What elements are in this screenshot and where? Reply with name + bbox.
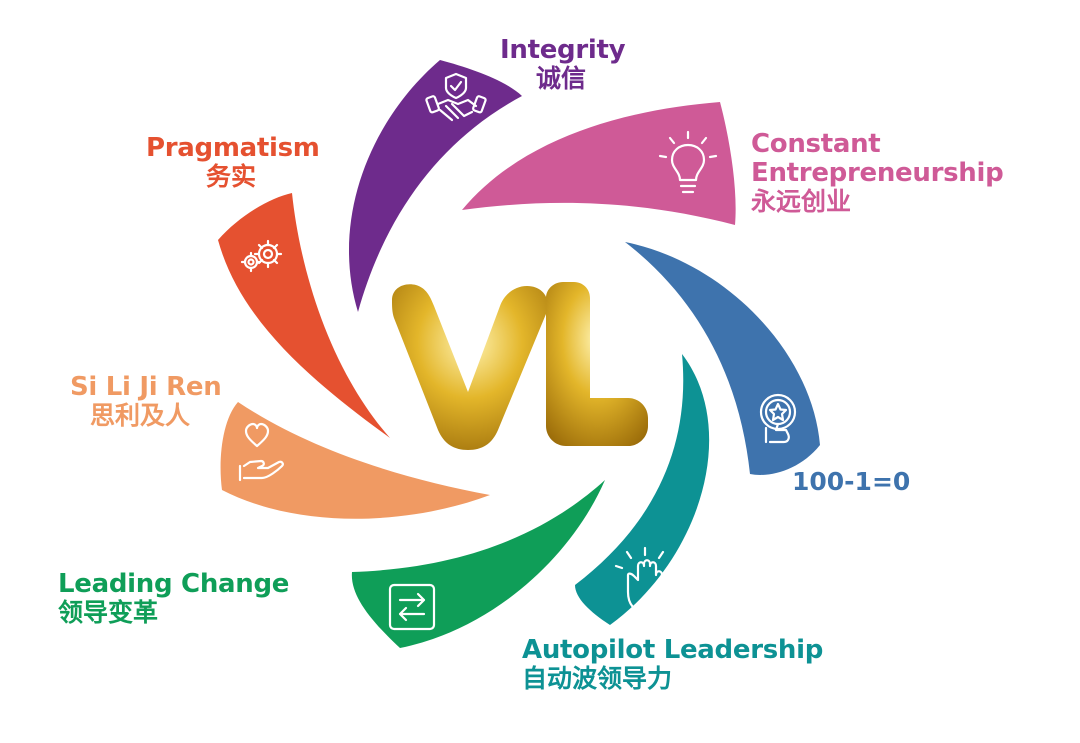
label-autopilot-leadership: Autopilot Leadership 自动波领导力 [522, 635, 824, 694]
petal-autopilot-leadership [575, 354, 710, 625]
petal-leading-change [351, 480, 605, 648]
petal-hundred [625, 242, 820, 475]
petal-pragmatism-shape [218, 193, 390, 438]
petal-si-li-ji-ren-shape [220, 402, 490, 519]
petal-leading-change-shape [351, 480, 605, 648]
heart-in-hand-icon [238, 422, 284, 482]
label-autopilot-en: Autopilot Leadership [522, 635, 824, 665]
star-badge-thumbs-up-icon [759, 393, 797, 444]
label-constant-line1: Constant [751, 129, 881, 159]
label-si-li-ji-ren-en: Si Li Ji Ren [70, 372, 222, 402]
label-leading-change: Leading Change 领导变革 [58, 569, 290, 628]
raised-fist-icon [614, 546, 676, 614]
label-autopilot-zh: 自动波领导力 [522, 664, 673, 694]
vl-letter-l [546, 282, 648, 446]
label-integrity: Integrity 诚信 [500, 35, 626, 94]
vl-center-logo [392, 282, 648, 450]
label-pragmatism-zh: 务实 [206, 162, 257, 192]
label-hundred: 100-1=0 [792, 468, 910, 496]
label-pragmatism: Pragmatism 务实 [146, 133, 320, 192]
handshake-shield-icon [425, 72, 487, 122]
label-hundred-text: 100-1=0 [792, 467, 911, 496]
label-pragmatism-en: Pragmatism [146, 133, 320, 163]
label-constant-zh: 永远创业 [751, 187, 852, 217]
gears-icon [240, 239, 283, 273]
label-si-li-ji-ren: Si Li Ji Ren 思利及人 [70, 372, 222, 431]
label-integrity-en: Integrity [500, 35, 626, 65]
petal-pragmatism [218, 193, 390, 438]
petal-integrity [348, 60, 522, 312]
label-leading-change-en: Leading Change [58, 569, 290, 599]
vl-letter-v [392, 284, 548, 450]
label-constant-entrepreneurship: Constant Entrepreneurship 永远创业 [751, 129, 1004, 217]
label-si-li-ji-ren-zh: 思利及人 [90, 401, 191, 431]
label-constant-line2: Entrepreneurship [751, 158, 1004, 189]
exchange-arrows-icon [388, 583, 436, 631]
petal-si-li-ji-ren [220, 402, 490, 519]
label-integrity-zh: 诚信 [536, 64, 587, 94]
petal-integrity-shape [348, 60, 522, 312]
lightbulb-icon [658, 130, 718, 194]
petal-hundred-shape [625, 242, 820, 475]
petal-autopilot-leadership-shape [575, 354, 710, 625]
label-leading-change-zh: 领导变革 [58, 598, 159, 628]
petal-constant-entrepreneurship [462, 102, 736, 225]
petal-constant-entrepreneurship-shape [462, 102, 736, 225]
